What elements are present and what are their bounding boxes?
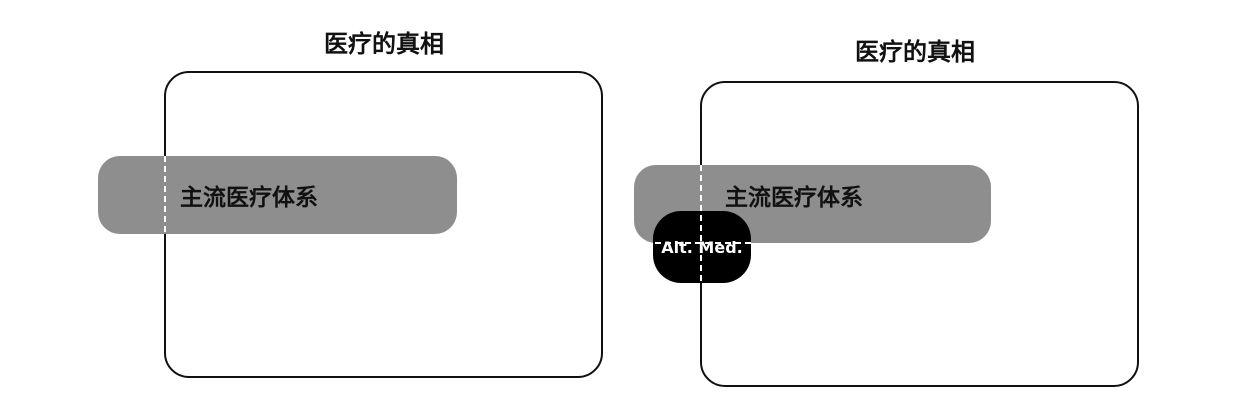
panel-left-title: 医疗的真相 bbox=[324, 30, 444, 58]
panel-right-alt-med-label: Alt. Med. bbox=[661, 238, 742, 257]
panel-right-title: 医疗的真相 bbox=[855, 38, 975, 66]
panel-right: 医疗的真相 主流医疗体系 Alt. Med. bbox=[634, 38, 1139, 387]
panel-left-mainstream-bar bbox=[98, 156, 457, 234]
panel-left: 医疗的真相 主流医疗体系 bbox=[98, 30, 603, 378]
panel-right-mainstream-label: 主流医疗体系 bbox=[725, 184, 863, 211]
panel-left-mainstream-label: 主流医疗体系 bbox=[180, 184, 318, 211]
